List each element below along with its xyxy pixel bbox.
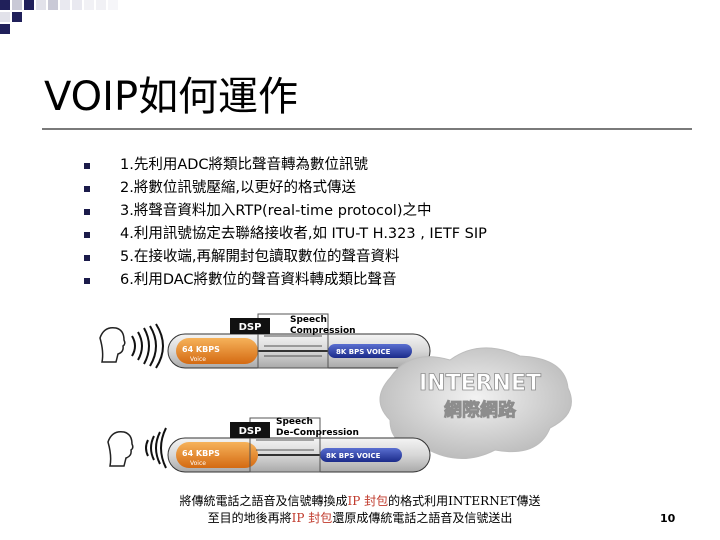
voice-label-top: Voice (190, 356, 206, 363)
bullet-text: 4.利用訊號協定去聯絡接收者,如 ITU-T H.323 , IETF SIP (120, 226, 487, 242)
bullet-square-icon (84, 232, 90, 238)
caption-line-1: 將傳統電話之語音及信號轉換成IP 封包的格式利用INTERNET傳送 (0, 492, 720, 509)
bullet-square-icon (84, 255, 90, 261)
bullet-square-icon (84, 209, 90, 215)
bullet-text: 5.在接收端,再解開封包讀取數位的聲音資料 (120, 249, 400, 265)
bullet-text: 3.將聲音資料加入RTP(real-time protocol)之中 (120, 203, 432, 219)
bullet-item: 6.利用DAC將數位的聲音資料轉成類比聲音 (84, 269, 487, 292)
speech-decompression-line2: De-Compression (276, 428, 359, 438)
kbps-label-top: 64 KBPS (182, 345, 220, 354)
bullet-item: 2.將數位訊號壓縮,以更好的格式傳送 (84, 177, 487, 200)
bottom-voice-pipe (167, 417, 431, 473)
caption-text: 至目的地後再將 (207, 511, 292, 525)
bullet-list: 1.先利用ADC將類比聲音轉為數位訊號 2.將數位訊號壓縮,以更好的格式傳送 3… (84, 154, 487, 292)
speech-decompression-line1: Speech (276, 417, 313, 427)
sound-waves-icon (131, 323, 164, 369)
bullet-text: 1.先利用ADC將類比聲音轉為數位訊號 (120, 157, 369, 173)
caption-highlight: IP 封包 (347, 494, 389, 508)
speech-compression-line1: Speech (290, 315, 327, 325)
voip-diagram: DSP Speech Compression 64 KBPS Voice 8K … (99, 313, 572, 473)
dsp-label-bottom: DSP (239, 426, 262, 437)
top-voice-pipe (167, 313, 431, 369)
bullet-square-icon (84, 163, 90, 169)
title-divider (42, 128, 692, 130)
bullet-item: 5.在接收端,再解開封包讀取數位的聲音資料 (84, 246, 487, 269)
bullet-item: 1.先利用ADC將類比聲音轉為數位訊號 (84, 154, 487, 177)
bullet-item: 4.利用訊號協定去聯絡接收者,如 ITU-T H.323 , IETF SIP (84, 223, 487, 246)
bullet-text: 2.將數位訊號壓縮,以更好的格式傳送 (120, 180, 356, 196)
dsp-chip-top (230, 318, 270, 334)
kbps-label-bottom: 64 KBPS (182, 449, 220, 458)
dsp-label-top: DSP (239, 322, 262, 333)
speaker-head-icon (99, 326, 126, 363)
dsp-chip-bottom (230, 422, 270, 438)
voice-8k-label-bottom: 8K BPS VOICE (326, 452, 381, 460)
voice-label-bottom: Voice (190, 460, 206, 467)
voice-8k-label-top: 8K BPS VOICE (336, 348, 391, 356)
caption-highlight: IP 封包 (291, 511, 333, 525)
bullet-item: 3.將聲音資料加入RTP(real-time protocol)之中 (84, 200, 487, 223)
page-number: 10 (660, 512, 676, 525)
bullet-text: 6.利用DAC將數位的聲音資料轉成類比聲音 (120, 272, 397, 288)
bullet-square-icon (84, 186, 90, 192)
speech-compression-line2: Compression (290, 326, 356, 336)
caption-text: 將傳統電話之語音及信號轉換成 (179, 494, 348, 508)
listener-head-icon (107, 430, 134, 467)
caption-text: 還原成傳統電話之語音及信號送出 (332, 511, 513, 525)
internet-cn-label: 網際網路 (444, 399, 517, 421)
bullet-square-icon (84, 278, 90, 284)
caption-text: 的格式利用INTERNET傳送 (388, 494, 541, 508)
sound-waves-icon (145, 427, 167, 469)
internet-label: INTERNET (419, 371, 541, 396)
corner-decoration (0, 0, 118, 34)
caption-line-2: 至目的地後再將IP 封包還原成傳統電話之語音及信號送出 (0, 509, 720, 526)
page-title: VOIP如何運作 (44, 74, 299, 120)
